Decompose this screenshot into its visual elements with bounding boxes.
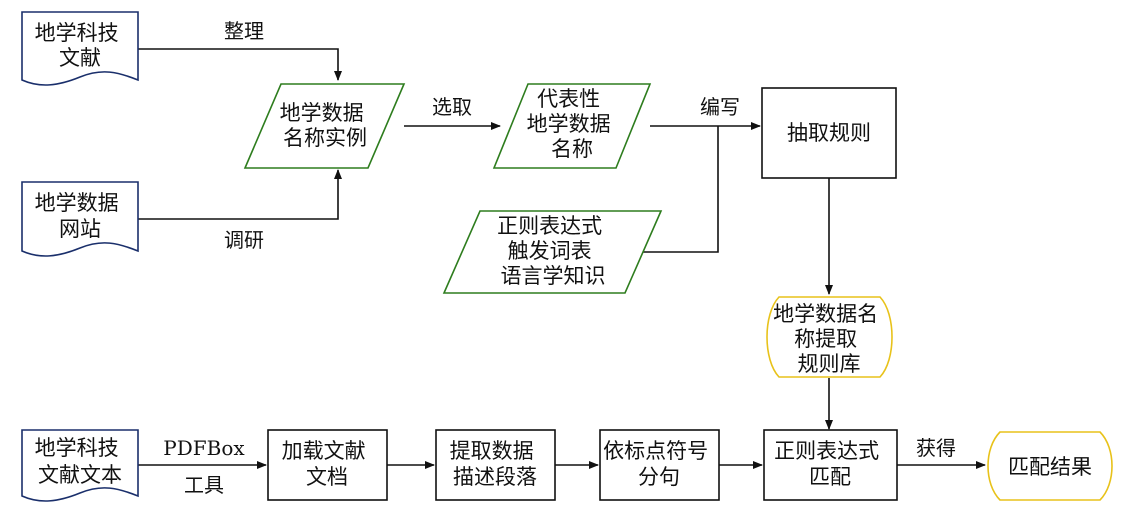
node-label-line: 规则库 — [798, 352, 861, 376]
edge-knowledge-to-rules — [625, 126, 719, 253]
node-label-line: 地学数据 — [527, 112, 611, 136]
node-label-line: 网站 — [59, 217, 101, 241]
data-instances: 地学数据 名称实例 — [243, 83, 406, 169]
doc-text: 地学科技 文献文本 — [21, 429, 139, 502]
edge-labels: 整理 调研 选取 编写 PDFBox 工具 获得 — [163, 19, 956, 497]
edge-label-organize: 整理 — [224, 19, 264, 43]
node-label-line: 正则表达式 — [774, 439, 879, 463]
process-shape — [435, 429, 556, 501]
node-label: 抽取规则 — [787, 121, 871, 145]
node-label: 正则表达式 匹配 — [774, 439, 886, 489]
node-label-line: 称提取 — [794, 327, 857, 351]
data-knowledge: 正则表达式 触发词表 语言学知识 — [442, 210, 663, 294]
data-shape — [492, 83, 652, 169]
data-shape — [243, 83, 406, 169]
node-label-line: 依标点符号 — [603, 439, 708, 463]
connectors — [138, 48, 986, 469]
node-label-line: 名称 — [551, 137, 593, 161]
node-label-line: 触发词表 — [508, 239, 592, 263]
proc-rules: 抽取规则 — [761, 87, 897, 179]
node-label: 地学数据名 称提取 规则库 — [773, 302, 885, 376]
process-shape — [599, 429, 720, 501]
proc-load: 加载文献 文档 — [267, 429, 388, 501]
edge-label-tool: 工具 — [184, 473, 224, 497]
edge-label-obtain: 获得 — [916, 436, 956, 460]
data-representative: 代表性 地学数据 名称 — [492, 83, 652, 169]
node-label: 地学数据 网站 — [35, 191, 126, 241]
node-label-line: 文献文本 — [38, 463, 122, 487]
node-label-line: 地学数据 — [35, 191, 119, 215]
node-label: 提取数据 描述段落 — [450, 439, 541, 489]
edge-label-pdfbox: PDFBox — [163, 436, 245, 460]
proc-extract: 提取数据 描述段落 — [435, 429, 556, 501]
node-label-line: 名称实例 — [283, 126, 367, 150]
storage-shape — [987, 431, 1113, 501]
node-label-line: 语言学知识 — [501, 264, 606, 288]
node-label: 匹配结果 — [1008, 455, 1092, 479]
node-label-line: 描述段落 — [453, 465, 537, 489]
edge-label-select: 选取 — [432, 95, 472, 119]
node-label: 地学科技 文献文本 — [35, 436, 126, 487]
edge-label-survey: 调研 — [224, 228, 264, 252]
store-result: 匹配结果 — [987, 431, 1113, 501]
node-label: 代表性 地学数据 名称 — [527, 87, 618, 161]
node-label-line: 文献 — [59, 46, 101, 70]
node-label-line: 匹配 — [809, 465, 851, 489]
node-label: 地学数据 名称实例 — [280, 101, 371, 150]
process-shape — [761, 87, 897, 179]
node-label-line: 地学科技 — [35, 21, 119, 45]
doc-literature: 地学科技 文献 — [21, 11, 139, 86]
proc-split: 依标点符号 分句 — [599, 429, 720, 501]
node-label-line: 提取数据 — [450, 439, 534, 463]
node-label-line: 正则表达式 — [497, 214, 602, 238]
node-label-line: 地学数据 — [280, 101, 364, 125]
node-label-line: 地学科技 — [35, 436, 119, 460]
edge-literature-to-instances — [138, 48, 342, 81]
process-shape — [267, 429, 388, 501]
node-label: 地学科技 文献 — [35, 21, 126, 70]
store-rulebase: 地学数据名 称提取 规则库 — [766, 296, 893, 378]
doc-website: 地学数据 网站 — [21, 181, 139, 257]
node-label-line: 地学数据名 — [773, 302, 878, 326]
node-label-line: 代表性 — [537, 87, 600, 111]
node-label: 加载文献 文档 — [282, 439, 373, 489]
node-label: 依标点符号 分句 — [603, 439, 715, 489]
node-label-line: 加载文献 — [282, 439, 366, 463]
data-shape — [442, 210, 663, 294]
document-shape — [21, 11, 139, 86]
process-shape — [763, 429, 898, 501]
node-label: 正则表达式 触发词表 语言学知识 — [497, 214, 609, 288]
storage-shape — [766, 296, 893, 378]
node-label-line: 分句 — [638, 465, 680, 489]
document-shape — [21, 181, 139, 257]
edge-label-compose: 编写 — [700, 95, 740, 119]
proc-match: 正则表达式 匹配 — [763, 429, 898, 501]
edge-website-to-instances — [138, 169, 342, 220]
node-label-line: 文档 — [306, 465, 348, 489]
document-shape — [21, 429, 139, 502]
